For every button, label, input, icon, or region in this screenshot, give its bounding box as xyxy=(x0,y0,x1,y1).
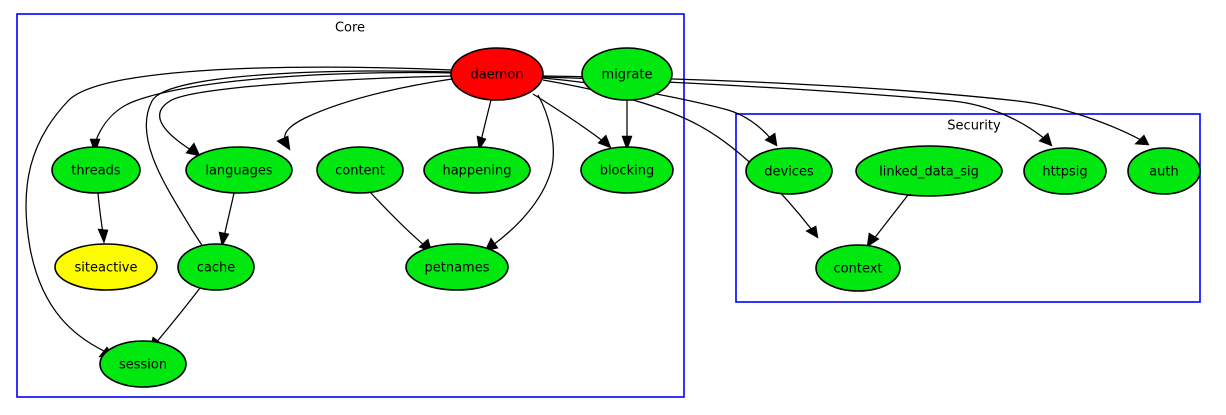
edge-line xyxy=(492,94,554,246)
node-shape-devices[interactable] xyxy=(745,147,833,195)
node-shape-happening[interactable] xyxy=(423,146,531,194)
edge-content-to-petnames xyxy=(369,191,433,253)
cluster-core: Core xyxy=(16,13,685,398)
node-cache[interactable]: cache xyxy=(177,243,255,291)
edge-daemon-to-content xyxy=(276,78,453,151)
edge-languages-to-cache xyxy=(218,192,235,247)
node-content[interactable]: content xyxy=(316,146,404,194)
edge-line xyxy=(369,191,426,247)
edge-group xyxy=(25,66,1150,358)
cluster-label-security: Security xyxy=(947,119,1001,134)
edge-line xyxy=(542,79,813,231)
cluster-border-security xyxy=(735,113,1201,303)
cluster-border-core xyxy=(16,13,685,398)
node-threads[interactable]: threads xyxy=(51,146,141,194)
node-shape-httpsig[interactable] xyxy=(1023,147,1107,195)
node-shape-linked_data_sig[interactable] xyxy=(855,145,1003,197)
cluster-label-core: Core xyxy=(335,21,365,36)
edge-line xyxy=(480,99,492,142)
node-shape-context[interactable] xyxy=(815,244,901,292)
arrowhead-icon xyxy=(218,231,230,247)
node-auth[interactable]: auth xyxy=(1127,147,1201,195)
edge-daemon-to-languages xyxy=(159,75,453,157)
node-blocking[interactable]: blocking xyxy=(580,146,674,194)
node-shape-languages[interactable] xyxy=(185,146,293,194)
node-shape-cache[interactable] xyxy=(177,243,255,291)
node-group: daemon migrate threads languages content happ… xyxy=(51,47,1201,388)
edge-line xyxy=(532,93,605,143)
node-linked_data_sig[interactable]: linked_data_sig xyxy=(855,145,1003,197)
edge-line xyxy=(145,70,453,254)
edge-line xyxy=(94,71,453,144)
node-shape-threads[interactable] xyxy=(51,146,141,194)
edge-migrate-to-blocking xyxy=(621,100,633,151)
edge-line xyxy=(154,287,201,345)
edge-line xyxy=(159,75,453,151)
arrowhead-icon xyxy=(276,135,291,151)
node-shape-content[interactable] xyxy=(316,146,404,194)
arrowhead-icon xyxy=(597,134,612,149)
node-shape-daemon[interactable] xyxy=(450,47,544,101)
node-shape-petnames[interactable] xyxy=(405,243,509,291)
node-shape-migrate[interactable] xyxy=(581,47,673,101)
node-daemon[interactable]: daemon xyxy=(450,47,544,101)
node-shape-session[interactable] xyxy=(99,340,187,388)
node-shape-blocking[interactable] xyxy=(580,146,674,194)
edge-linked_data_sig-to-context xyxy=(866,194,909,248)
edge-line xyxy=(872,194,909,241)
node-languages[interactable]: languages xyxy=(185,146,293,194)
edge-daemon-to-context xyxy=(542,79,819,239)
node-siteactive[interactable]: siteactive xyxy=(54,243,158,291)
edge-threads-to-siteactive xyxy=(97,192,109,244)
edge-daemon-to-blocking xyxy=(532,93,612,149)
edge-daemon-to-session xyxy=(25,66,453,358)
node-session[interactable]: session xyxy=(99,340,187,388)
arrowhead-icon xyxy=(621,135,633,151)
node-happening[interactable]: happening xyxy=(423,146,531,194)
arrowhead-icon xyxy=(185,142,201,157)
edge-line xyxy=(223,192,235,238)
edge-daemon-to-devices xyxy=(542,77,778,147)
node-petnames[interactable]: petnames xyxy=(405,243,509,291)
arrowhead-icon xyxy=(866,232,880,248)
arrowhead-icon xyxy=(97,228,109,244)
cluster-security: Security xyxy=(735,113,1201,303)
arrowhead-icon xyxy=(1134,134,1150,146)
node-shape-siteactive[interactable] xyxy=(54,243,158,291)
edge-line xyxy=(97,192,104,235)
node-shape-auth[interactable] xyxy=(1127,147,1201,195)
edge-line xyxy=(542,77,772,140)
edge-daemon-to-happening xyxy=(476,99,492,151)
edge-daemon-to-threads xyxy=(89,71,453,154)
node-devices[interactable]: devices xyxy=(745,147,833,195)
arrowhead-icon xyxy=(764,132,778,147)
arrowhead-icon xyxy=(89,138,101,154)
arrowhead-icon xyxy=(805,225,819,239)
edge-line xyxy=(284,78,453,143)
node-httpsig[interactable]: httpsig xyxy=(1023,147,1107,195)
arrowhead-icon xyxy=(1038,132,1053,147)
edge-line xyxy=(25,66,453,352)
node-migrate[interactable]: migrate xyxy=(581,47,673,101)
node-context[interactable]: context xyxy=(815,244,901,292)
